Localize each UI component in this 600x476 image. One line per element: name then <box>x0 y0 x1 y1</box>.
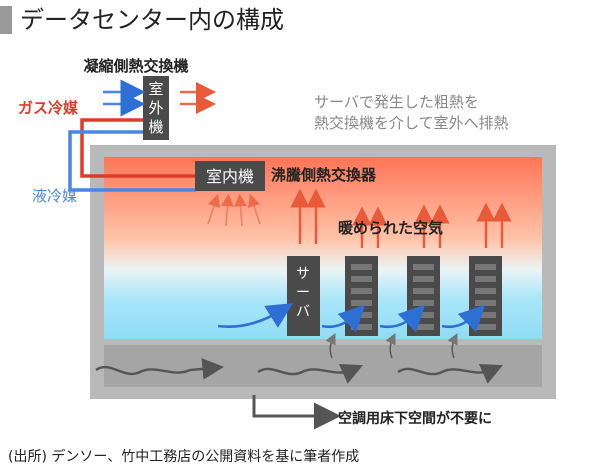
underfloor-callout-arrow <box>252 395 341 430</box>
floor-air-arrows <box>325 332 458 359</box>
note-line-2: 熱交換機を介して室外へ排熱 <box>314 114 509 132</box>
outdoor-unit-label-1: 室 <box>148 80 163 98</box>
note-line-1: サーバで発生した粗熱を <box>314 93 479 111</box>
boiling-exchanger-label: 沸騰側熱交換器 <box>271 166 377 184</box>
indoor-unit-label: 室内機 <box>206 167 254 186</box>
liquid-refrigerant-label: 液冷媒 <box>32 187 77 205</box>
condenser-exchanger-label: 凝縮側熱交換機 <box>83 57 188 75</box>
hot-air-to-indoor-unit <box>207 193 261 227</box>
warmed-air-label: 暖められた空気 <box>338 219 443 237</box>
floor-slab <box>104 345 542 387</box>
outdoor-unit-label-2: 外 <box>148 99 163 117</box>
cool-air-arrows <box>217 303 486 333</box>
underfloor-flow-arrows <box>95 358 503 384</box>
gas-refrigerant-label: ガス冷媒 <box>18 99 79 117</box>
outdoor-unit <box>143 76 169 140</box>
indoor-unit <box>195 161 265 191</box>
source-caption: (出所) デンソー、竹中工務店の公開資料を基に筆者作成 <box>8 449 360 465</box>
underfloor-note: 空調用床下空間が不要に <box>338 410 492 427</box>
server-label-2: ー <box>296 285 310 301</box>
gas-pipe <box>80 118 196 178</box>
liquid-pipe <box>68 130 196 192</box>
outdoor-air-arrows <box>103 79 216 117</box>
title-marker <box>0 6 12 34</box>
server-label-1: サ <box>296 266 310 282</box>
page-title: データセンター内の構成 <box>20 6 284 34</box>
outdoor-unit-label-3: 機 <box>148 118 163 136</box>
hot-air-from-servers <box>290 188 512 248</box>
server-label-3: バ <box>296 304 310 320</box>
